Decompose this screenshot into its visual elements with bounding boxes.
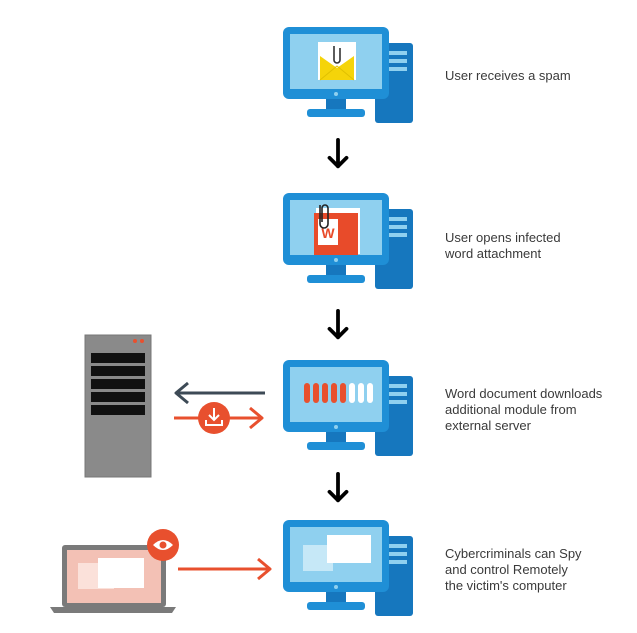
download-arrow-icon xyxy=(174,402,264,434)
eye-icon xyxy=(147,529,179,561)
download-progress-bars xyxy=(304,383,373,403)
word-document-icon: W xyxy=(314,204,360,255)
laptop-icon xyxy=(50,545,176,613)
step-4-label: Cybercriminals can Spy and control Remot… xyxy=(445,546,582,593)
progress-segment xyxy=(349,383,355,403)
arrow-down-icon xyxy=(327,472,349,503)
arrow-down-icon xyxy=(327,309,349,340)
progress-segment xyxy=(313,383,319,403)
progress-segment xyxy=(340,383,346,403)
step-1-label: User receives a spam xyxy=(445,68,571,83)
arrow-down-icon xyxy=(327,138,349,169)
progress-segment xyxy=(322,383,328,403)
step-2-computer: W xyxy=(283,193,413,289)
step-4-computer xyxy=(283,520,413,616)
svg-text:W: W xyxy=(321,225,335,241)
request-arrow-icon xyxy=(174,381,265,405)
step-1-computer xyxy=(283,27,413,123)
progress-segment xyxy=(367,383,373,403)
paperclip-icon xyxy=(319,204,329,229)
envelope-icon xyxy=(318,42,356,81)
paperclip-icon xyxy=(333,46,341,64)
progress-segment xyxy=(358,383,364,403)
progress-segment xyxy=(304,383,310,403)
step-2-label: User opens infected word attachment xyxy=(445,230,561,261)
server-tower-icon xyxy=(84,334,152,478)
download-icon xyxy=(198,402,230,434)
control-arrow-icon xyxy=(178,557,272,581)
remote-window xyxy=(327,535,371,563)
step-3-label: Word document downloads additional modul… xyxy=(445,386,603,433)
step-3-computer xyxy=(283,360,413,456)
progress-segment xyxy=(331,383,337,403)
